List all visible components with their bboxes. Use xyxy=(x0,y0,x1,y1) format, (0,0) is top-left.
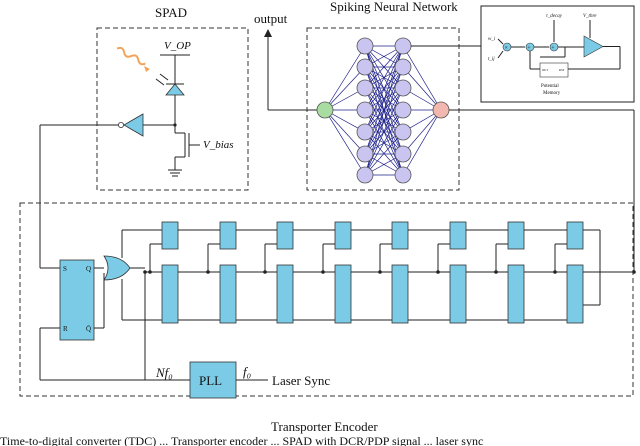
snn-hidden-node xyxy=(356,101,374,119)
neuron-memory-label: Memory xyxy=(543,91,561,96)
comparator-icon xyxy=(583,35,604,58)
neuron-vthr-label: V_thre xyxy=(583,14,597,19)
flip-flop xyxy=(334,264,352,324)
svg-text:+: + xyxy=(551,46,555,52)
snn-output-node xyxy=(432,101,450,119)
or-gate-icon xyxy=(103,255,131,281)
sr-s-label: S xyxy=(63,265,67,273)
pll-label: PLL xyxy=(199,373,222,388)
f0-label: f₀ xyxy=(243,364,251,379)
sr-latch xyxy=(59,259,95,341)
laser-sync-label: Laser Sync xyxy=(272,373,330,388)
snn-edges xyxy=(324,45,442,176)
neuron-t-label: t_ij xyxy=(488,57,495,62)
snn-input-node xyxy=(316,101,334,119)
flip-flop xyxy=(391,221,409,250)
potential-memory-block xyxy=(539,62,569,78)
flip-flop xyxy=(449,221,467,250)
flip-flop xyxy=(219,221,237,250)
flip-flop xyxy=(334,221,352,250)
flip-flop xyxy=(219,264,237,324)
snn-nodes xyxy=(316,37,450,184)
snn-hidden-node xyxy=(394,37,412,55)
pll-block xyxy=(189,361,237,399)
transporter-encoder-box xyxy=(19,202,634,397)
neuron-detail-box xyxy=(480,5,635,103)
spad-title: SPAD xyxy=(155,5,187,20)
flip-flop xyxy=(161,264,179,324)
snn-hidden-node xyxy=(356,58,374,76)
svg-text:RST: RST xyxy=(559,68,565,72)
vbias-label: V_bias xyxy=(203,139,234,151)
laser-wave-icon xyxy=(116,46,146,66)
flip-flop xyxy=(566,264,584,324)
neuron-potential-label: Potential xyxy=(541,84,559,89)
flip-flop xyxy=(391,264,409,324)
snn-hidden-node xyxy=(356,79,374,97)
spad-diode-icon xyxy=(165,83,185,96)
snn-hidden-node xyxy=(356,123,374,141)
flip-flop xyxy=(161,221,179,250)
svg-text:+: + xyxy=(527,46,531,52)
neuron-w-label: w_i xyxy=(488,37,496,42)
snn-hidden-node xyxy=(394,145,412,163)
snn-hidden-node xyxy=(356,37,374,55)
vop-label: V_OP xyxy=(164,40,191,52)
flip-flop xyxy=(507,221,525,250)
snn-hidden-node xyxy=(394,58,412,76)
spad-box xyxy=(96,27,249,191)
snn-hidden-node xyxy=(394,101,412,119)
nf0-label: Nf₀ xyxy=(155,365,173,380)
laser-arrow-icon xyxy=(144,66,150,72)
output-label: output xyxy=(254,11,288,26)
snn-box xyxy=(306,27,460,191)
sr-qbar-label: Q̄ xyxy=(86,325,91,333)
ff-top-row xyxy=(161,221,584,250)
snn-hidden-node xyxy=(394,166,412,184)
flip-flop xyxy=(276,221,294,250)
flip-flop xyxy=(566,221,584,250)
ff-bottom-row xyxy=(161,264,584,324)
flip-flop xyxy=(507,264,525,324)
snn-hidden-node xyxy=(356,166,374,184)
output-arrow-icon xyxy=(264,29,272,37)
neuron-tau-label: τ_decay xyxy=(546,14,563,19)
inverter-icon xyxy=(123,113,144,137)
flip-flop xyxy=(449,264,467,324)
sr-r-label: R xyxy=(63,325,68,333)
svg-text:OUT: OUT xyxy=(542,68,548,72)
snn-hidden-node xyxy=(356,145,374,163)
snn-hidden-node xyxy=(394,79,412,97)
snn-hidden-node xyxy=(394,123,412,141)
sr-q-label: Q xyxy=(86,265,91,273)
snn-title: Spiking Neural Network xyxy=(330,0,458,14)
figure-caption: Time-to-digital converter (TDC) ... Tran… xyxy=(0,434,484,446)
transporter-label: Transporter Encoder xyxy=(271,419,378,434)
flip-flop xyxy=(276,264,294,324)
svg-text:×: × xyxy=(505,46,508,52)
